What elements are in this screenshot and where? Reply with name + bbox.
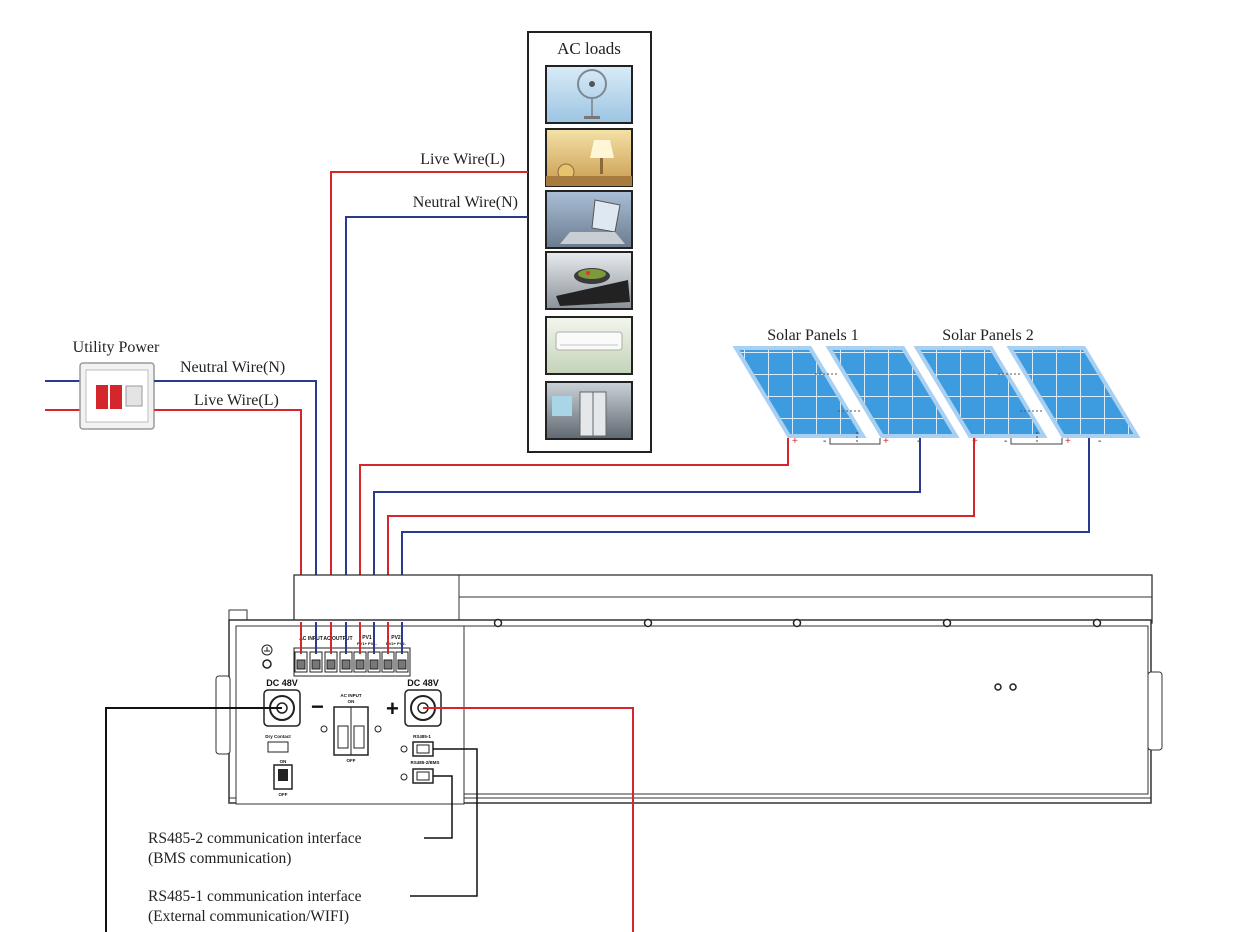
utility-power: Utility Power Neutral Wire(N) Live Wire(… <box>45 339 317 648</box>
dc-cables <box>105 707 634 932</box>
breaker-box-icon <box>79 362 155 430</box>
solar-panel-icon <box>1006 346 1141 438</box>
live-wire-top-label: Live Wire(L) <box>420 151 505 168</box>
minus-sign: − <box>311 694 324 719</box>
solar-panel-icon <box>913 346 1048 438</box>
terminal-block: AC INPUT AC OUTPUT PV1 PV1+ PV1- PV2 PV2… <box>293 635 411 677</box>
terminal-screw-head <box>397 659 407 670</box>
terminal-pv1-polarity: PV1+ PV1- <box>357 641 378 646</box>
rs485-callouts: RS485-2 communication interface (BMS com… <box>148 748 478 925</box>
terminal-pv2-polarity: PV2+ PV2- <box>386 641 407 646</box>
terminal-screw-head <box>296 659 306 670</box>
ac-output-wires: Live Wire(L) Neutral Wire(N) <box>330 151 528 648</box>
pv1-plus-mark: + <box>792 436 798 447</box>
ac-loads-box: AC loads <box>527 31 652 453</box>
terminal-screw-head <box>326 659 336 670</box>
air-conditioner-icon <box>545 316 633 375</box>
rs485-2-subtitle: (BMS communication) <box>148 850 291 867</box>
solar-panel-icon <box>732 346 867 438</box>
pv1-link-plus-mark: + <box>883 436 889 447</box>
ac-input-breaker-label: AC INPUT <box>340 693 362 698</box>
solar-panels-1-label: Solar Panels 1 <box>767 327 859 344</box>
pv2-minus-mark: - <box>1098 436 1101 447</box>
battery-inverter-unit: AC INPUT AC OUTPUT PV1 PV1+ PV1- PV2 PV2… <box>215 574 1163 805</box>
terminal-pv2-label: PV2 <box>391 635 401 641</box>
dry-contact-port <box>267 741 289 753</box>
dc48v-left-label: DC 48V <box>266 678 298 688</box>
dry-contact-label: Dry Contact <box>265 734 291 739</box>
ac-input-breaker: AC INPUT ON OFF <box>320 693 382 763</box>
terminal-screw-head <box>355 659 365 670</box>
terminal-ac-output-label: AC OUTPUT <box>323 636 352 642</box>
solar-panels-1: Solar Panels 1 <box>732 327 960 438</box>
terminal-screw-head <box>369 659 379 670</box>
pv2-link-minus-mark: - <box>1004 436 1007 447</box>
switch-on-label: ON <box>280 759 287 764</box>
rs485-2-port <box>412 768 434 784</box>
solar-panels-2-label: Solar Panels 2 <box>942 327 1034 344</box>
breaker-on-label: ON <box>348 699 355 704</box>
utility-power-label: Utility Power <box>73 339 160 356</box>
terminal-screw-head <box>383 659 393 670</box>
rs485-1-port <box>412 741 434 757</box>
pv1-minus-mark: - <box>917 436 920 447</box>
rs485-1-port-label: RS485-1 <box>413 734 431 739</box>
plus-sign: + <box>386 696 399 721</box>
lamp-icon <box>545 128 633 187</box>
cooktop-icon <box>545 251 633 310</box>
rs485-2-title: RS485-2 communication interface <box>148 830 362 847</box>
fan-icon <box>545 65 633 124</box>
terminal-screw-head <box>311 659 321 670</box>
switch-off-label: OFF <box>279 792 288 797</box>
mounting-screws <box>262 618 1102 691</box>
breaker-off-label: OFF <box>347 758 356 763</box>
neutral-wire-utility-label: Neutral Wire(N) <box>180 359 285 376</box>
live-wire-utility-label: Live Wire(L) <box>194 392 279 409</box>
terminal-ac-input-label: AC INPUT <box>299 636 323 642</box>
terminal-wire-ends <box>300 622 403 654</box>
dc48v-right-label: DC 48V <box>407 678 439 688</box>
rs485-1-title: RS485-1 communication interface <box>148 888 362 905</box>
terminal-screw-head <box>341 659 351 670</box>
neutral-wire-top-label: Neutral Wire(N) <box>413 194 518 211</box>
power-switch <box>273 764 293 790</box>
rs485-2-port-label: RS485-2/BMS <box>410 760 439 765</box>
refrigerator-icon <box>545 381 633 440</box>
rs485-1-subtitle: (External communication/WIFI) <box>148 908 349 925</box>
ground-icon <box>261 644 273 656</box>
pv1-link-minus-mark: - <box>823 436 826 447</box>
solar-panel-icon <box>825 346 960 438</box>
pv2-link-plus-mark: + <box>1065 436 1071 447</box>
ac-loads-title: AC loads <box>557 39 621 58</box>
solar-panels-2: Solar Panels 2 <box>913 327 1141 438</box>
terminal-pv1-label: PV1 <box>362 635 372 641</box>
laptop-icon <box>545 190 633 249</box>
